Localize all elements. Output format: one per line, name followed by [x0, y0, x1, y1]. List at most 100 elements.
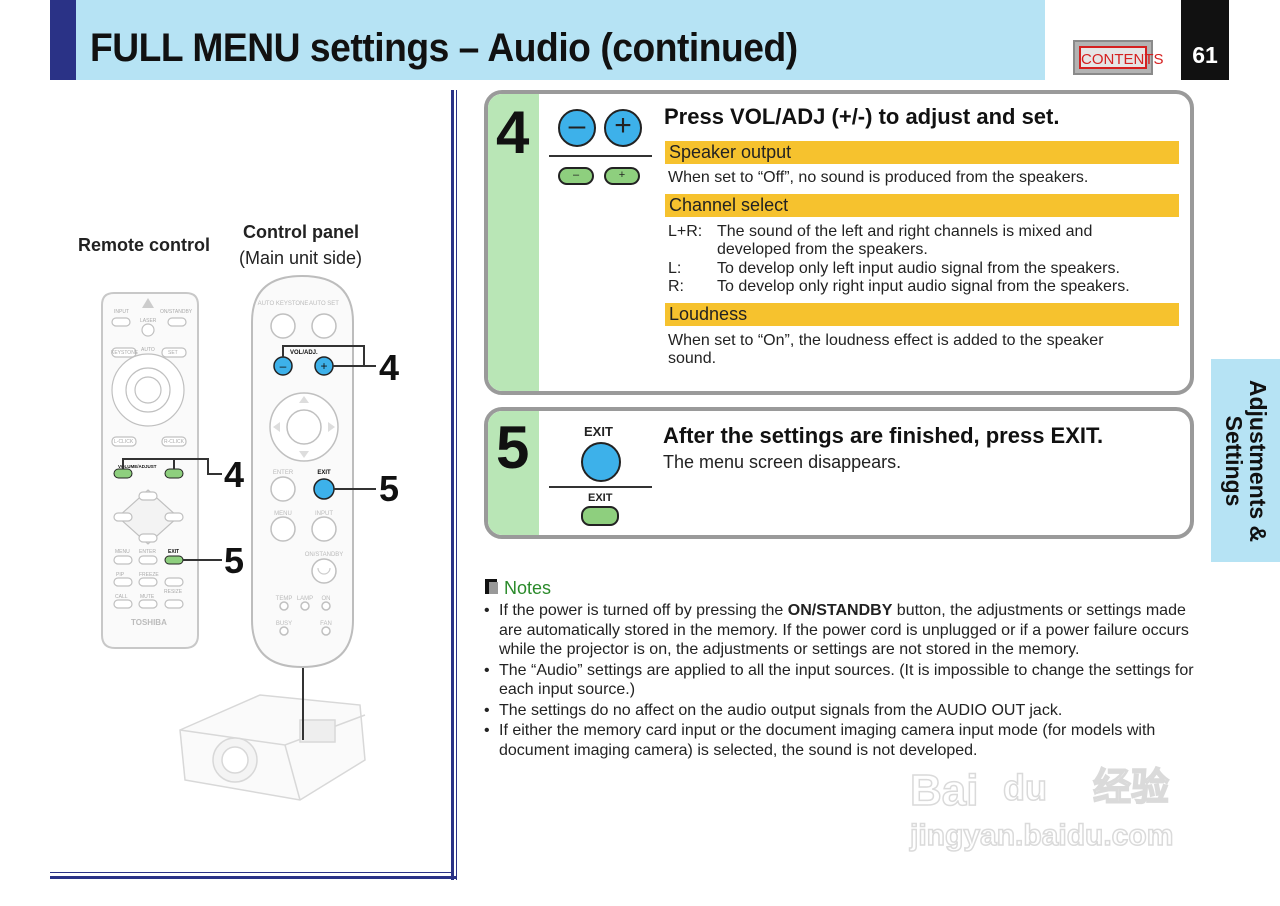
speaker-output-desc: When set to “Off”, no sound is produced … — [668, 169, 1089, 186]
step-5-desc: The menu screen disappears. — [663, 452, 902, 472]
channel-text-r: To develop only right input audio signal… — [717, 278, 1130, 295]
side-tab-line2: Settings — [1220, 415, 1247, 506]
rc-vol-plus-button — [164, 468, 184, 479]
side-tab-line1: Adjustments & — [1244, 379, 1271, 542]
rc-laser-text: LASER — [140, 318, 157, 324]
cp-auto-set-text: AUTO SET — [309, 301, 339, 307]
note-item-4: If either the memory card input or the d… — [482, 721, 1202, 760]
note-item-1: If the power is turned off by pressing t… — [482, 601, 1202, 660]
control-panel-sublabel: (Main unit side) — [239, 248, 363, 268]
rc-auto-text: AUTO — [141, 347, 155, 353]
cp-onstandby-text: ON/STANDBY — [305, 552, 344, 558]
rc-set-text: SET — [168, 350, 178, 356]
rc-keystone-text: KEYSTONE — [111, 350, 139, 356]
power-icon — [317, 567, 331, 575]
cp-exit-button — [313, 478, 335, 500]
cp-exit-text: EXIT — [317, 470, 331, 476]
watermark-bai: Bai — [910, 766, 978, 815]
step-5-box: 5 EXIT EXIT After the settings are finis… — [484, 407, 1194, 539]
header-bar — [50, 0, 1045, 80]
speaker-output-title: Speaker output — [665, 141, 1179, 164]
step-4-divider — [549, 155, 652, 157]
control-panel-drawing: AUTO KEYSTONE AUTO SET ENTER MENU INPUT … — [251, 274, 376, 669]
remote-control-label: Remote control — [78, 235, 211, 255]
step-5-divider — [549, 486, 652, 488]
column-divider — [451, 90, 454, 880]
loudness-title: Loudness — [665, 303, 1179, 326]
rc-resize-text: RESIZE — [164, 589, 183, 595]
rc-menu-text: MENU — [115, 549, 130, 555]
column-divider-thin — [456, 90, 457, 880]
svg-text:+: + — [320, 359, 327, 373]
callout-5-remote: 5 — [224, 540, 244, 581]
callout-4-panel: 4 — [379, 347, 399, 388]
cp-fan-text: FAN — [320, 621, 332, 627]
rc-vol-minus-button — [113, 468, 133, 479]
cp-voladj-text: VOL/ADJ. — [290, 350, 318, 356]
vol-plus-remote-icon: + — [604, 109, 642, 147]
control-panel-label: Control panel — [243, 222, 359, 242]
note-item-2: The “Audio” settings are applied to all … — [482, 661, 1202, 700]
step-4-heading: Press VOL/ADJ (+/-) to adjust and set. — [664, 104, 1060, 129]
rc-lclick-text: L-CLICK — [114, 439, 134, 445]
vol-minus-remote-icon: – — [558, 109, 596, 147]
rc-rclick-text: R-CLICK — [164, 439, 185, 445]
step-5-number: 5 — [496, 414, 530, 481]
channel-select-title: Channel select — [665, 194, 1179, 217]
rc-input-text: INPUT — [114, 309, 129, 315]
notes-icon — [485, 579, 497, 594]
cp-lamp-text: LAMP — [297, 596, 313, 602]
cp-menu-text: MENU — [274, 511, 292, 517]
header-accent — [50, 0, 76, 80]
step-4-box: 4 – + – + Press VOL/ADJ (+/-) to adjust … — [484, 90, 1194, 395]
rc-volume-text: VOLUME/ADJUST — [118, 464, 157, 469]
rc-freeze-text: FREEZE — [139, 572, 159, 578]
rc-exit-button — [164, 555, 184, 565]
channel-key-l: L: — [668, 260, 682, 277]
callout-4-remote: 4 — [224, 454, 244, 495]
rc-onstandby-text: ON/STANDBY — [160, 309, 193, 315]
channel-key-r: R: — [668, 278, 684, 295]
cp-temp-text: TEMP — [276, 596, 293, 602]
cp-busy-text: BUSY — [276, 621, 292, 627]
svg-text:–: – — [280, 359, 287, 373]
watermark-du: du — [1003, 767, 1047, 808]
notes-icon-fill — [489, 582, 498, 594]
cp-auto-keystone-text: AUTO KEYSTONE — [258, 301, 309, 307]
device-illustration: INPUT LASER ON/STANDBY KEYSTONE AUTO SET… — [101, 274, 399, 801]
rc-enter-text: ENTER — [139, 549, 156, 555]
page-number: 61 — [1181, 0, 1229, 80]
channel-text-lr: The sound of the left and right channels… — [717, 223, 1093, 258]
baidu-watermark: Bai du 经验 jingyan.baidu.com — [908, 765, 1174, 853]
step-4-number-column — [488, 94, 539, 391]
page-title: FULL MENU settings – Audio (continued) — [90, 26, 798, 70]
channel-key-lr: L+R: — [668, 223, 703, 240]
section-side-tab-label: Adjustments &Settings — [1211, 359, 1280, 562]
step-5-heading: After the settings are finished, press E… — [663, 423, 1104, 448]
channel-text-l: To develop only left input audio signal … — [717, 260, 1120, 277]
rc-exit-text: EXIT — [168, 549, 179, 555]
exit-panel-label: EXIT — [588, 492, 613, 504]
vol-minus-panel-icon: – — [558, 167, 594, 185]
rc-pip-text: PIP — [116, 572, 125, 578]
column-bottom-rule-thin — [50, 872, 452, 873]
laser-triangle-icon — [142, 298, 154, 308]
cp-enter-text: ENTER — [273, 470, 294, 476]
contents-button[interactable]: CONTENTS — [1073, 40, 1164, 75]
column-bottom-rule — [50, 876, 457, 879]
watermark-url: jingyan.baidu.com — [909, 819, 1173, 852]
notes-title: Notes — [504, 578, 552, 598]
cp-on-text: ON — [322, 596, 331, 602]
rc-mute-text: MUTE — [140, 594, 155, 600]
callout-5-panel: 5 — [379, 468, 399, 509]
exit-remote-label: EXIT — [584, 424, 613, 439]
vol-plus-panel-icon: + — [604, 167, 640, 185]
loudness-desc: When set to “On”, the loudness effect is… — [668, 332, 1104, 367]
remote-control-drawing: INPUT LASER ON/STANDBY KEYSTONE AUTO SET… — [101, 292, 222, 649]
rc-brand: TOSHIBA — [131, 618, 167, 627]
section-side-tab[interactable] — [1211, 359, 1280, 562]
watermark-jingyan: 经验 — [1093, 767, 1169, 809]
exit-panel-icon — [581, 506, 619, 526]
cp-input-text: INPUT — [315, 511, 333, 517]
projector-sketch — [179, 694, 366, 801]
